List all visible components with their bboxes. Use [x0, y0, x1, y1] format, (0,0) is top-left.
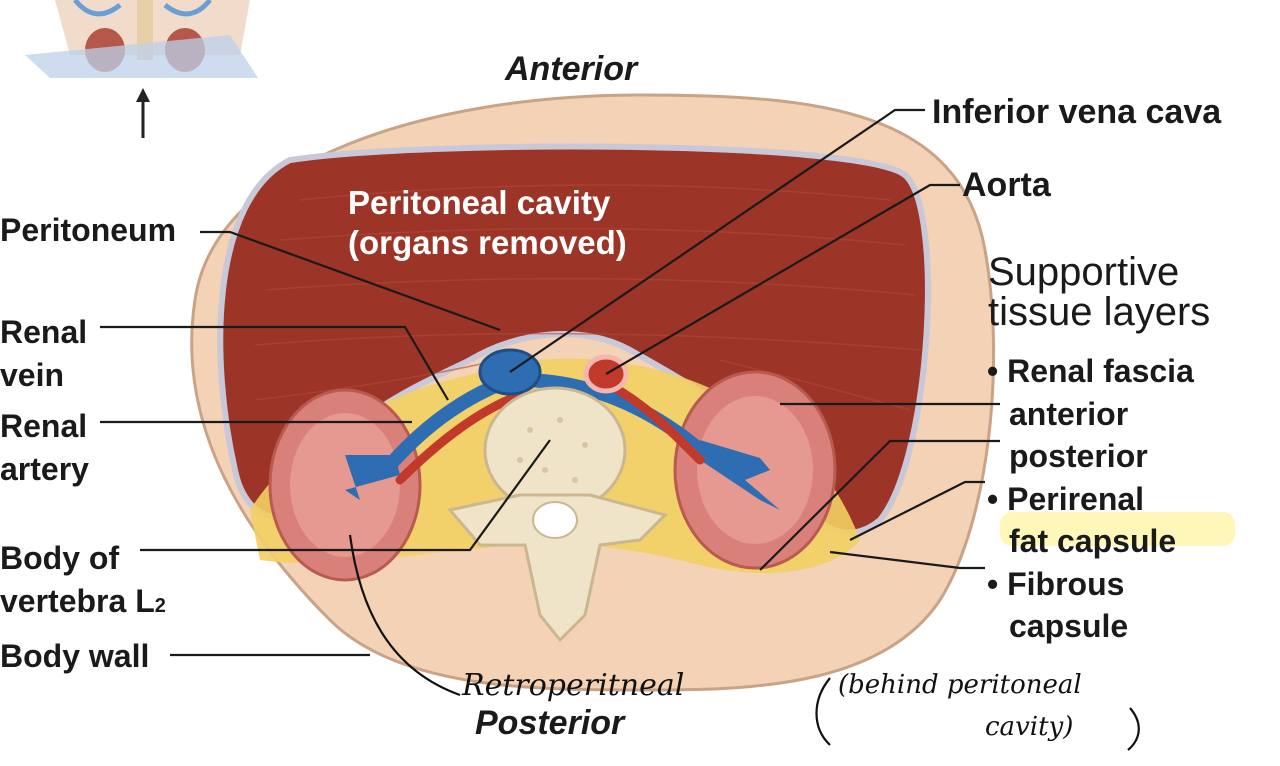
supportive-item-fat-capsule: fat capsule [1009, 523, 1177, 560]
renal-vein-line1: Renal [0, 314, 88, 350]
supportive-item-renal-fascia: • Renal fascia [987, 353, 1194, 389]
posterior-label: Posterior [475, 704, 625, 742]
renal-vein-line2: vein [0, 357, 65, 394]
supportive-list: • Renal fascia anterior posterior • Peri… [987, 350, 1194, 648]
supportive-item-posterior: posterior [1009, 438, 1148, 475]
torso-thumbnail [25, 0, 258, 138]
leader-lines [100, 108, 1000, 657]
inferior-vena-cava-label: Inferior vena cava [932, 93, 1222, 131]
peritoneal-cavity-line2: (organs removed) [348, 224, 627, 262]
body-of-vertebra-text: vertebra L [0, 583, 155, 620]
body-of-vertebra-subscript: 2 [154, 595, 166, 618]
renal-artery-label: Renal artery [0, 405, 89, 491]
renal-artery-line2: artery [0, 451, 89, 488]
aorta-label: Aorta [962, 166, 1051, 204]
handwritten-retroperitoneal: Retroperitneal [462, 668, 685, 703]
body-wall-label: Body wall [0, 638, 150, 674]
supportive-item-anterior: anterior [1009, 395, 1129, 432]
supportive-heading: Supportive tissue layers [988, 252, 1210, 332]
renal-vein-label: Renal vein [0, 311, 87, 397]
peritoneal-cavity-line1: Peritoneal cavity [348, 184, 611, 221]
body-of-vertebra-line2: vertebra L2 [0, 580, 166, 623]
supportive-item-fibrous: • Fibrous [987, 565, 1125, 602]
body-of-vertebra-label: Body of vertebra L2 [0, 537, 166, 623]
peritoneal-cavity-label: Peritoneal cavity (organs removed) [348, 183, 627, 264]
right-kidney [673, 370, 837, 570]
left-kidney [268, 388, 422, 582]
supportive-heading-line1: Supportive [988, 250, 1180, 294]
handwriting-strokes [348, 534, 1140, 751]
supportive-heading-line2: tissue layers [988, 290, 1211, 334]
anterior-label: Anterior [505, 50, 638, 88]
highlight-mark [1000, 512, 1235, 546]
peritoneum-label: Peritoneum [0, 212, 177, 248]
handwritten-note-line2: cavity) [985, 712, 1074, 742]
supportive-item-perirenal: • Perirenal [987, 480, 1145, 517]
body-of-vertebra-line1: Body of [0, 540, 120, 576]
renal-artery-line1: Renal [0, 408, 88, 444]
handwritten-note-line1: (behind peritoneal [838, 670, 1082, 700]
supportive-item-capsule: capsule [1009, 608, 1129, 645]
